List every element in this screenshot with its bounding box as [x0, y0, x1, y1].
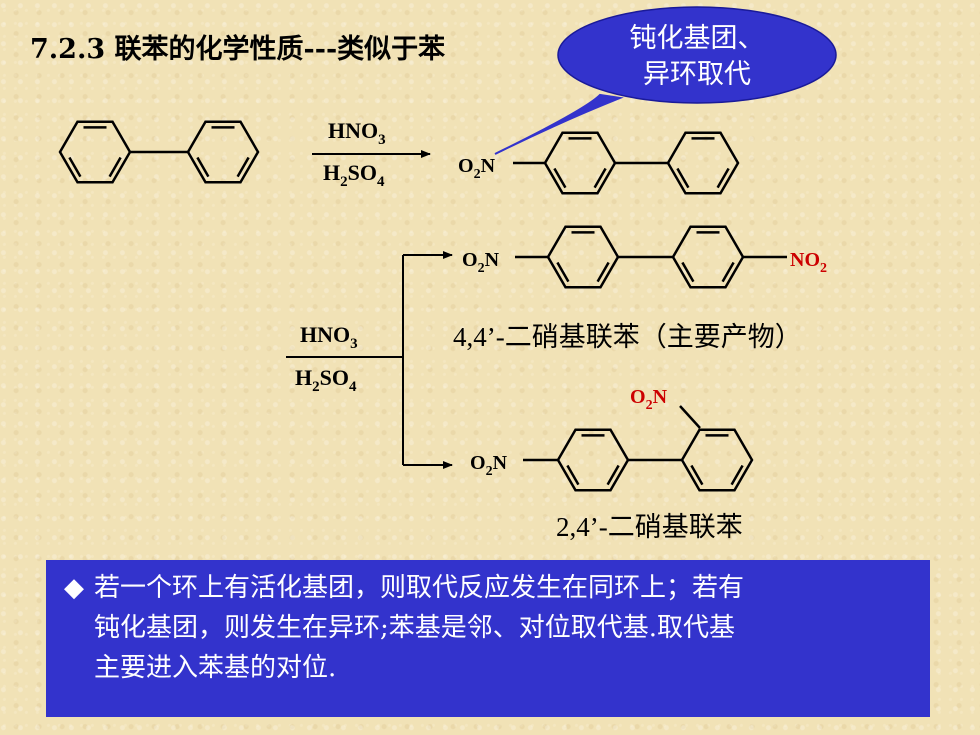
slide-title: 7.2.3 联苯的化学性质---类似于苯	[30, 34, 446, 65]
biphenyl-reactant	[58, 120, 260, 184]
callout-bubble: 钝化基团、 异环取代	[494, 6, 837, 155]
reagent-nitric-acid-2: HNO3	[300, 322, 358, 352]
product-name-24: 2,4’-二硝基联苯	[556, 512, 743, 542]
reaction-arrow-1: HNO3 H2SO4	[312, 118, 431, 190]
product-name-44: 4,4’-二硝基联苯（主要产物）	[453, 322, 802, 352]
callout-line-1: 钝化基团、	[630, 23, 765, 53]
info-box: ◆若一个环上有活化基团，则取代反应发生在同环上；若有 钝化基团，则发生在异环;苯…	[46, 560, 930, 717]
nitro-group-label-red: O2N	[630, 386, 668, 413]
nitrobiphenyl-product: O2N	[458, 131, 740, 195]
nitro-group-label: O2N	[458, 155, 496, 182]
reagent-sulfuric-acid-2: H2SO4	[295, 365, 357, 395]
info-line-1: ◆若一个环上有活化基团，则取代反应发生在同环上；若有	[64, 568, 916, 608]
dinitrobiphenyl-44-product: O2N NO2 4,4’-二硝基联苯（主要产物）	[453, 225, 827, 352]
info-line-2: 钝化基团，则发生在异环;苯基是邻、对位取代基.取代基	[94, 613, 736, 643]
dinitrobiphenyl-24-product: O2N O2N 2,4’-二硝基联苯	[470, 386, 754, 542]
reagent-nitric-acid-1: HNO3	[328, 118, 386, 148]
nitro-group-label: O2N	[462, 249, 500, 276]
diamond-bullet-icon: ◆	[64, 573, 84, 603]
reaction-arrow-2: HNO3 H2SO4	[286, 251, 453, 469]
nitro-group-label: O2N	[470, 452, 508, 479]
nitro-group-label-red: NO2	[790, 249, 827, 276]
info-line-3: 主要进入苯基的对位.	[94, 653, 337, 683]
reagent-sulfuric-acid-1: H2SO4	[323, 160, 385, 190]
callout-line-2: 异环取代	[643, 59, 751, 89]
